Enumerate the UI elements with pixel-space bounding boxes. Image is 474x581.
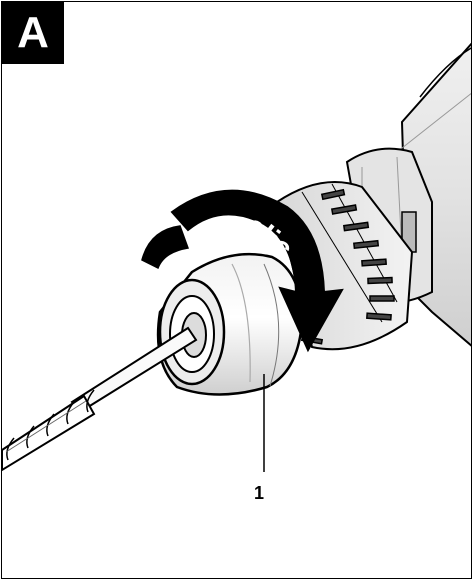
callout-number: 1: [254, 483, 265, 503]
rotation-arrow: clic: [141, 189, 344, 353]
drill-bit: [2, 326, 198, 472]
chuck-nose: [156, 252, 304, 396]
figure-label: A: [2, 2, 64, 64]
